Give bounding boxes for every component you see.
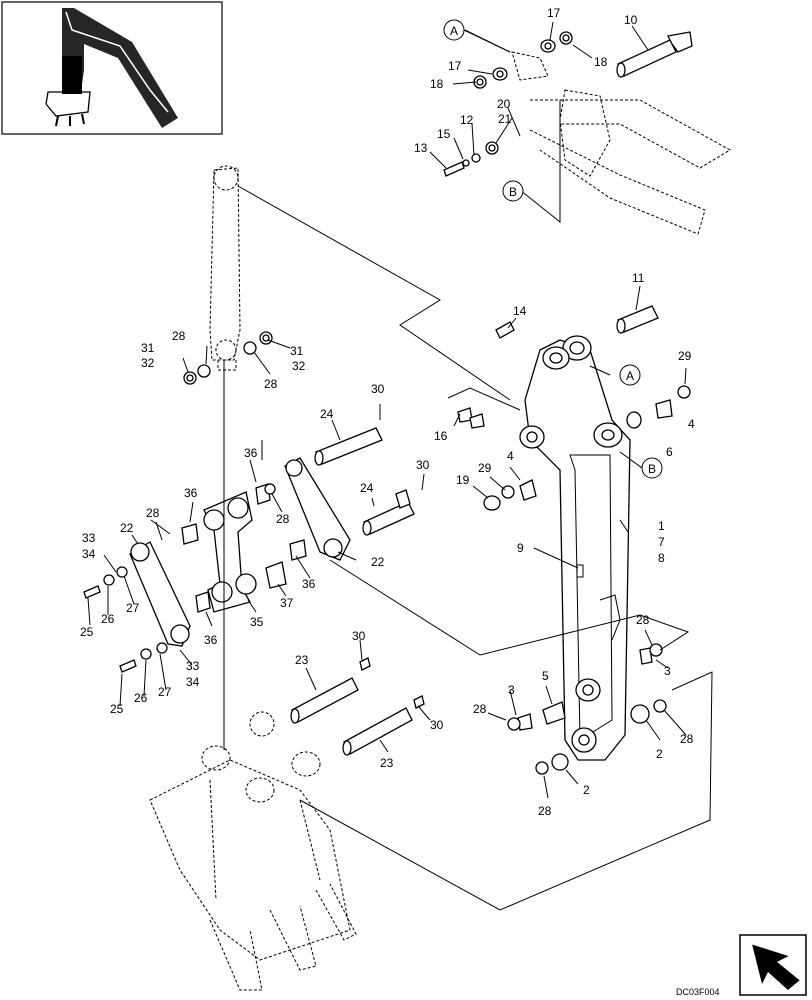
label-13: 13 [414, 141, 428, 155]
cylinder-washers [183, 331, 273, 385]
label-19: 19 [456, 473, 470, 487]
label-31-b: 31 [290, 344, 304, 358]
label-27-a: 27 [126, 601, 140, 615]
label-24-a: 24 [320, 407, 334, 421]
label-34-a: 34 [82, 547, 96, 561]
label-31-a: 31 [141, 341, 155, 355]
link-22 [284, 457, 351, 561]
ghost-boom [511, 51, 731, 235]
label-30-d: 30 [430, 718, 444, 732]
drawing-code: DC03F004 [676, 987, 720, 997]
callout-a-arm: A [626, 369, 634, 383]
label-33-b: 33 [186, 659, 200, 673]
label-34-b: 34 [186, 675, 200, 689]
callout-b-top: B [509, 185, 517, 199]
label-2-b: 2 [583, 783, 590, 797]
label-20: 20 [497, 97, 511, 111]
pin-11 [616, 305, 659, 334]
label-36-c: 36 [302, 577, 316, 591]
label-22-b: 22 [371, 555, 385, 569]
label-28-a: 28 [172, 329, 186, 343]
label-17-b: 17 [448, 59, 462, 73]
ghost-cylinder [209, 165, 241, 371]
callout-b-arm: B [648, 462, 656, 476]
label-4-a: 4 [688, 417, 695, 431]
label-29-b: 29 [478, 461, 492, 475]
label-36-b: 36 [184, 486, 198, 500]
pin-24 [314, 427, 415, 536]
label-28-h: 28 [538, 804, 552, 818]
top-washers [443, 31, 573, 177]
link-22-left [83, 541, 191, 673]
label-29-a: 29 [678, 349, 692, 363]
pin-23 [290, 657, 425, 756]
label-33-a: 33 [82, 531, 96, 545]
label-9: 9 [517, 541, 524, 555]
label-27-b: 27 [158, 685, 172, 699]
pin-10 [616, 31, 693, 78]
overview-inset [1, 1, 223, 135]
label-26-a: 26 [101, 612, 115, 626]
label-7: 7 [658, 535, 665, 549]
label-32-b: 32 [292, 359, 306, 373]
label-25-b: 25 [110, 702, 124, 716]
label-30-b: 30 [416, 458, 430, 472]
label-36-a: 36 [244, 446, 258, 460]
callout-circles: A B A B [443, 19, 663, 479]
direction-arrow-icon [739, 934, 807, 996]
label-30-c: 30 [352, 629, 366, 643]
label-18-a: 18 [594, 55, 608, 69]
label-28-f: 28 [473, 702, 487, 716]
label-26-b: 26 [134, 691, 148, 705]
label-21: 21 [498, 112, 512, 126]
label-5: 5 [542, 669, 549, 683]
label-32-a: 32 [141, 356, 155, 370]
label-3-a: 3 [664, 664, 671, 678]
part-labels: 17 10 18 17 18 20 12 21 15 13 11 14 29 4… [80, 6, 695, 818]
label-28-b: 28 [264, 377, 278, 391]
label-35: 35 [250, 615, 264, 629]
link-35 [181, 483, 307, 613]
label-12: 12 [460, 113, 474, 127]
label-17-a: 17 [547, 6, 561, 20]
label-28-e: 28 [636, 613, 650, 627]
label-23-a: 23 [295, 653, 309, 667]
callout-a-top: A [450, 24, 458, 38]
label-28-g: 28 [680, 732, 694, 746]
label-24-b: 24 [360, 481, 374, 495]
label-28-d: 28 [276, 512, 290, 526]
label-22-a: 22 [120, 521, 134, 535]
label-36-d: 36 [204, 633, 218, 647]
label-10: 10 [624, 13, 638, 27]
arm-assembly [519, 335, 631, 761]
label-37: 37 [280, 596, 294, 610]
label-4-b: 4 [507, 449, 514, 463]
label-30-a: 30 [371, 382, 385, 396]
label-15: 15 [437, 127, 451, 141]
label-8: 8 [658, 551, 665, 565]
label-3-b: 3 [508, 683, 515, 697]
label-23-b: 23 [380, 756, 394, 770]
label-25-a: 25 [80, 625, 94, 639]
label-16: 16 [434, 429, 448, 443]
label-1: 1 [658, 519, 665, 533]
ghost-bucket [149, 711, 357, 991]
assembly-outline [223, 185, 713, 911]
label-6: 6 [666, 445, 673, 459]
label-18-b: 18 [430, 77, 444, 91]
arm-bushings [457, 321, 691, 775]
label-11: 11 [632, 271, 645, 285]
label-14: 14 [513, 304, 527, 318]
label-28-c: 28 [146, 506, 160, 520]
label-2-a: 2 [656, 747, 663, 761]
